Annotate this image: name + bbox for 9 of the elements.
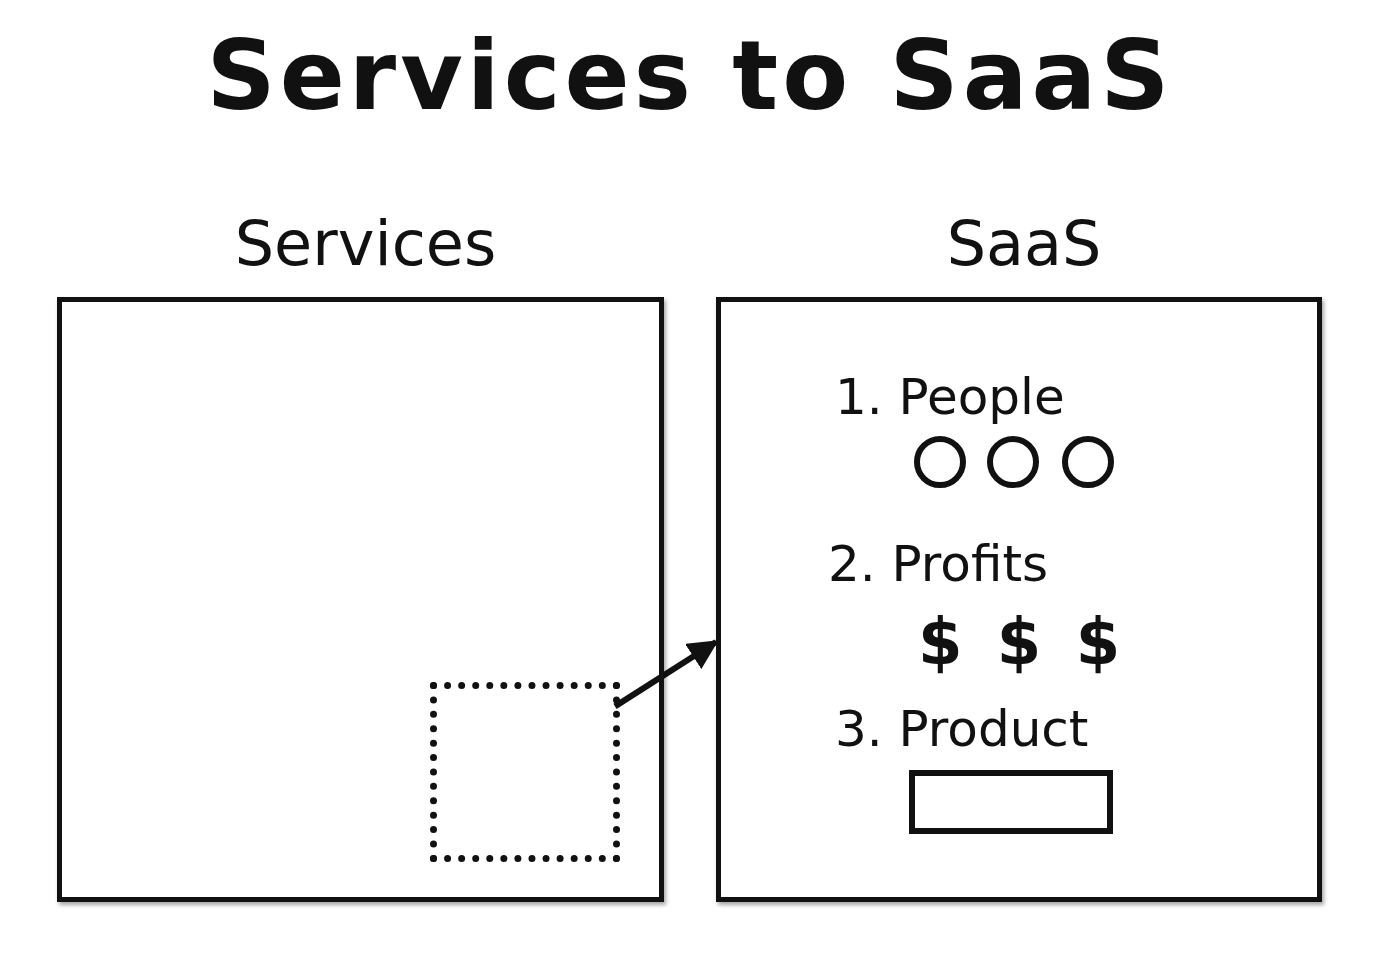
list-item: 3. Product <box>835 700 1089 758</box>
dotted-box <box>430 682 620 862</box>
list-item: 1. People <box>835 368 1065 426</box>
title: Services to SaaS <box>205 20 1175 132</box>
panel-heading: SaaS <box>945 207 1103 280</box>
dollar-signs: $ $ $ <box>918 605 1127 679</box>
list-item: 2. Profits <box>828 535 1049 593</box>
arrow <box>613 639 719 709</box>
panel-heading: Services <box>233 207 498 280</box>
